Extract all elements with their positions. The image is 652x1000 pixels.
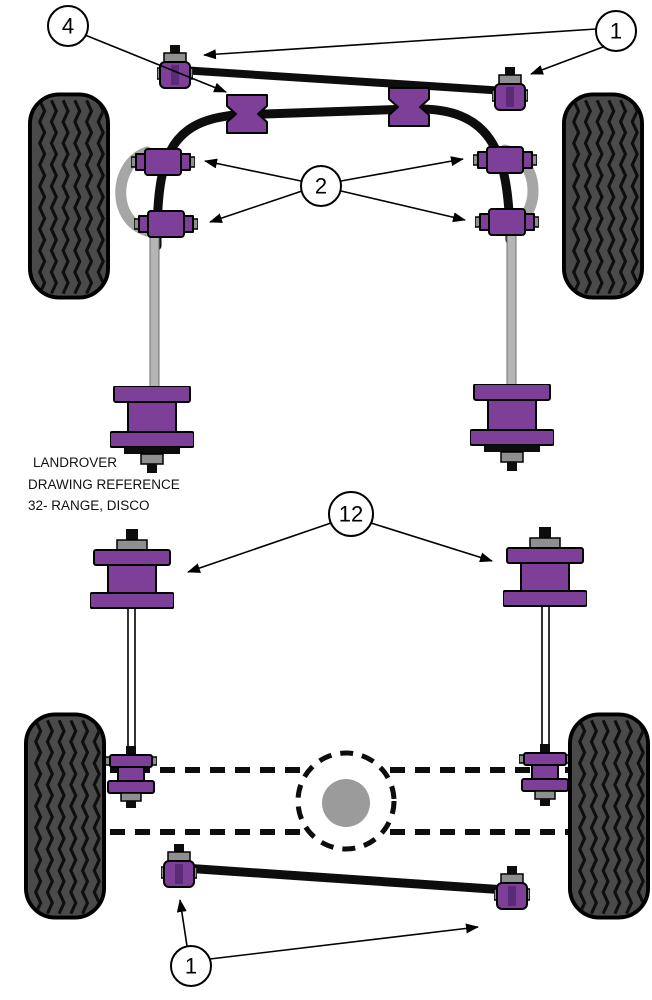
note-line-1: LANDROVER [33,455,117,470]
arrow-1top-to-right-end [530,46,604,75]
rear-spool-bush-right [519,744,571,806]
callout-label: 12 [339,502,363,527]
callout-label: 4 [62,14,74,39]
arrow-1top-to-left-end [203,28,597,60]
front-track-bar [177,66,510,95]
arrow-2-to-right-lower [340,190,466,223]
callout-arrows [84,28,604,960]
callout-1-top: 1 [595,10,637,52]
arrow-1bottom-to-right-end [209,923,479,960]
callout-label: 2 [315,174,327,199]
bump-stop-left [110,386,194,474]
drawing-note: LANDROVER DRAWING REFERENCE 32- RANGE, D… [28,455,180,513]
arrow-2-to-left-upper [204,158,302,182]
callout-12: 12 [328,491,374,537]
callout-circle [170,945,212,987]
bump-stop-right [470,384,554,472]
rear-mount-bush-right [503,527,587,607]
callout-circle [300,165,342,207]
arrow-12-to-right-mount [370,522,493,563]
rear-anti-roll-bar [179,863,511,895]
rear-bar-end-bush-right [494,866,530,910]
arrow-12-to-left-mount [187,522,332,573]
callout-4: 4 [47,5,89,47]
rear-bar-end-bush-left [161,844,197,888]
callout-2: 2 [300,165,342,207]
rear-link-left [127,605,136,749]
rear-spool-bush-left [105,746,157,808]
front-suspension-view [30,45,642,474]
callout-circle [328,491,374,537]
right-drop-link [506,233,517,387]
callouts: 4 1 2 12 1 [47,5,637,987]
callout-1-bottom: 1 [170,945,212,987]
callout-label: 1 [185,954,197,979]
note-line-2: DRAWING REFERENCE [28,477,180,492]
rear-mount-bush-left [90,529,174,609]
note-line-3: 32- RANGE, DISCO [28,498,150,513]
track-bar-end-bush-right [492,67,528,111]
arrow-1bottom-to-left-end [176,899,188,947]
left-drop-link [149,235,160,389]
callout-circle [47,5,89,47]
rear-link-right [541,603,550,747]
arrow-4-to-bar [84,34,227,93]
arrow-2-to-right-upper [340,156,464,182]
front-left-tire [30,94,108,297]
rear-left-tire [26,714,104,917]
callout-circle [595,10,637,52]
rear-right-tire [570,714,648,917]
rear-suspension-view [26,527,648,918]
arrow-2-to-left-lower [209,190,303,223]
front-right-tire [564,94,642,297]
differential-hub [322,779,370,827]
callout-label: 1 [610,19,622,44]
